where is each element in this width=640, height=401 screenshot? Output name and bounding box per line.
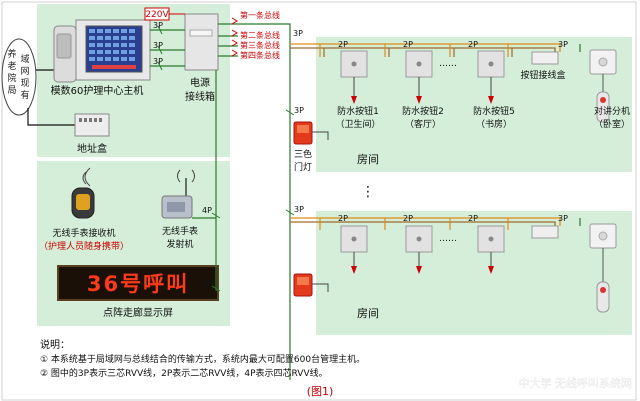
lan-char: 局 [7,85,16,96]
lan-wire [27,108,75,126]
bus-label-1: 第一条总线 [240,10,280,20]
wire-3p-label: 3P [293,29,303,38]
button-2-label: 防水按钮2 [402,105,444,117]
bus-lines [218,17,238,57]
wire-4p-label: 4P [202,279,212,288]
bus-label-4: 第四条总线 [240,50,280,60]
wire-2p-label: 2P [338,40,348,49]
rooms-continue-dots: ⋮ [361,184,375,200]
address-box-label: 地址盒 [77,142,107,155]
lan-char: 老 [7,60,16,72]
wire-3p-label: 3P [153,41,163,50]
host-bus-wires [150,25,185,71]
wireless-transmitter [161,169,195,219]
address-box-device [74,113,110,137]
wire-2p-label: 2P [403,214,413,223]
room-2-buttons [340,225,505,274]
door-lamp-1 [293,121,313,145]
button-5-label: 防水按钮5 [473,105,515,117]
room-1-label: 房间 [357,153,379,166]
figure-caption: (图1) [307,385,334,398]
bus-label-2: 第二条总线 [240,30,280,40]
intercom-label: 对讲分机 [594,105,630,117]
room-1-dots: …… [439,59,457,69]
voltage-label: 220V [145,10,169,20]
button-2-location: （客厅） [405,118,441,130]
lamp-wire [312,283,329,292]
room-2-wires [290,217,581,230]
room-2-label: 房间 [357,307,379,320]
address-box-pins [79,118,102,122]
nurse-host-device [53,19,151,83]
wire-4p-label: 4P [202,206,212,215]
room-1-buttons [340,50,505,104]
door-lamp-2 [293,273,313,297]
wire-3p-label: 3P [558,40,568,49]
wire-3p-label: 3P [558,214,568,223]
junction-box-2 [531,225,559,239]
lan-bubble [1,38,37,116]
door-lamp-label: 三色 [294,148,312,160]
junction-box [531,51,559,65]
transmitter-label: 无线手表 [162,225,198,237]
host-label: 模数60护理中心主机 [51,84,144,97]
receiver-note: （护理人员随身携带） [39,240,129,252]
transmitter-label: 发射机 [166,238,193,250]
wire-3p-label: 3P [153,57,163,66]
wire-2p-label: 2P [403,40,413,49]
lan-char: 养 [7,48,16,60]
bus-label-3: 第三条总线 [240,40,280,50]
wire-tick [285,109,295,216]
wire-2p-label: 2P [338,214,348,223]
lan-char: 域 [20,53,29,65]
intercom-unit [589,49,617,123]
power-4p-wires [192,70,221,292]
intercom-location: （卧室） [594,118,630,130]
door-lamp-label: 门灯 [294,161,312,173]
power-box-label: 电源 [190,76,210,89]
wire-3p-label: 3P [294,106,304,115]
power-box-label: 接线箱 [185,90,215,103]
lan-char: 有 [20,89,29,101]
lan-char: 院 [7,72,16,84]
wire-2p-label: 2P [468,214,478,223]
junction-box-label: 按钮接线盒 [520,69,565,81]
led-display [57,265,219,301]
wireless-receiver-watch [71,167,95,219]
room-1-wires [290,43,581,57]
lan-char: 现 [20,78,29,89]
button-5-location: （书房） [476,118,512,130]
intercom-unit-2 [589,223,617,313]
watermark: 中大学 无线呼叫系统网 [519,376,633,390]
notes-title: 说明： [40,338,70,351]
lan-char: 网 [20,66,29,77]
receiver-label: 无线手表接收机 [52,227,115,239]
room-panel-2 [316,211,632,335]
power-box-device [184,13,219,71]
bus-to-room-wire [238,23,291,37]
display-label: 点阵走廊显示屏 [103,306,173,319]
room-panel-1 [316,37,632,172]
button-1-location: （卫生间） [335,118,380,130]
power-box-plate [189,29,213,37]
lamp-wire [312,131,329,140]
note-2: ② 图中的3P表示三芯RVV线，2P表示二芯RVV线，4P表示四芯RVV线。 [40,367,328,379]
led-display-text: 36号呼叫 [87,272,189,296]
room-2-dots: …… [439,234,457,244]
button-1-label: 防水按钮1 [337,105,379,117]
wire-3p-label: 3P [294,205,304,214]
note-1: ① 本系统基于局域网与总线结合的传输方式，系统内最大可配置600台管理主机。 [40,353,365,365]
wire-3p-label: 3P [153,21,163,30]
wire-2p-label: 2P [468,40,478,49]
